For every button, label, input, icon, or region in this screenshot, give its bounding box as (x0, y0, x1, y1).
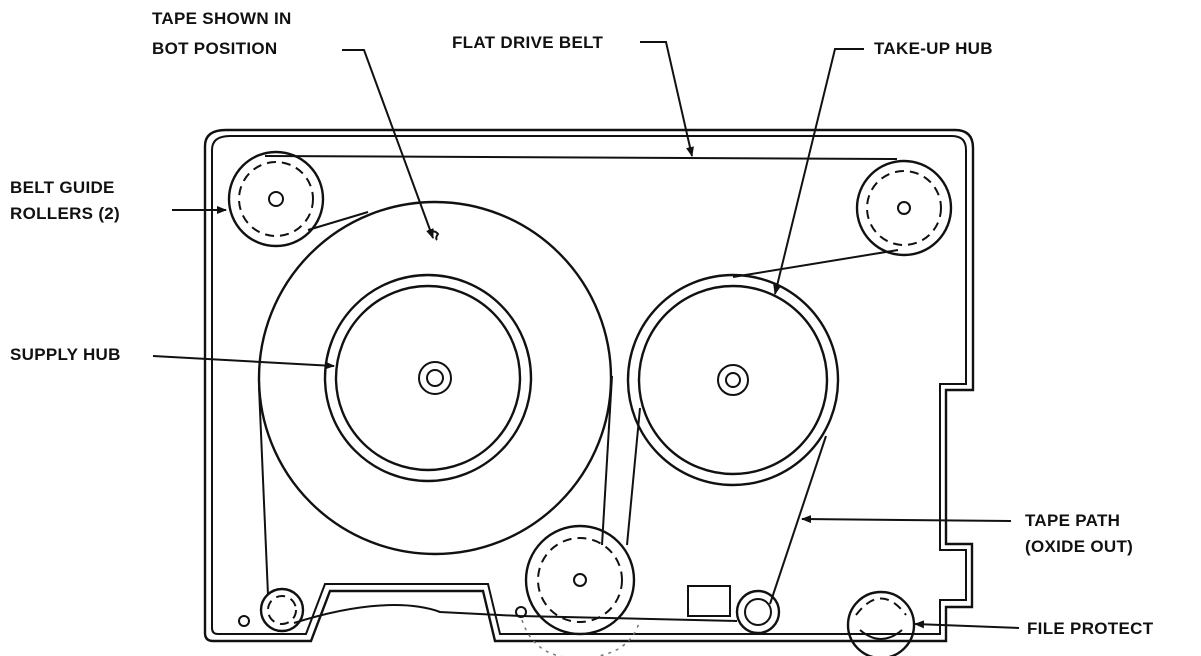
label-tape-path-line2: (OXIDE OUT) (1025, 537, 1134, 556)
label-belt-guide-line1: BELT GUIDE (10, 178, 115, 197)
mounting-hole-center (515, 606, 527, 618)
label-tape-shown-line1: TAPE SHOWN IN (152, 9, 292, 28)
label-take-up-hub: TAKE-UP HUB (874, 39, 993, 58)
label-supply-hub: SUPPLY HUB (10, 345, 121, 364)
head-window (687, 585, 731, 617)
drive-roller (521, 524, 641, 656)
mounting-hole-left (238, 615, 250, 627)
leader-lines (152, 41, 1020, 629)
label-flat-drive-belt: FLAT DRIVE BELT (452, 33, 604, 52)
belt-segment-right (732, 249, 899, 278)
tape-guide-roller-left (259, 587, 305, 633)
belt-guide-roller-left (227, 150, 325, 248)
belt-segment-left (307, 211, 369, 231)
supply-reel (257, 200, 613, 556)
tape-guide-roller-right (735, 589, 781, 635)
label-belt-guide-line2: ROLLERS (2) (10, 204, 121, 223)
tape-path (258, 375, 827, 624)
label-tape-path-line1: TAPE PATH (1025, 511, 1121, 530)
label-file-protect: FILE PROTECT (1027, 619, 1154, 638)
belt-guide-roller-right (855, 159, 953, 257)
take-up-hub (626, 273, 840, 487)
flat-drive-belt-top (264, 155, 898, 160)
file-protect-plug (846, 590, 916, 656)
cartridge-outline (203, 128, 975, 643)
label-tape-shown-line2: BOT POSITION (152, 39, 278, 58)
